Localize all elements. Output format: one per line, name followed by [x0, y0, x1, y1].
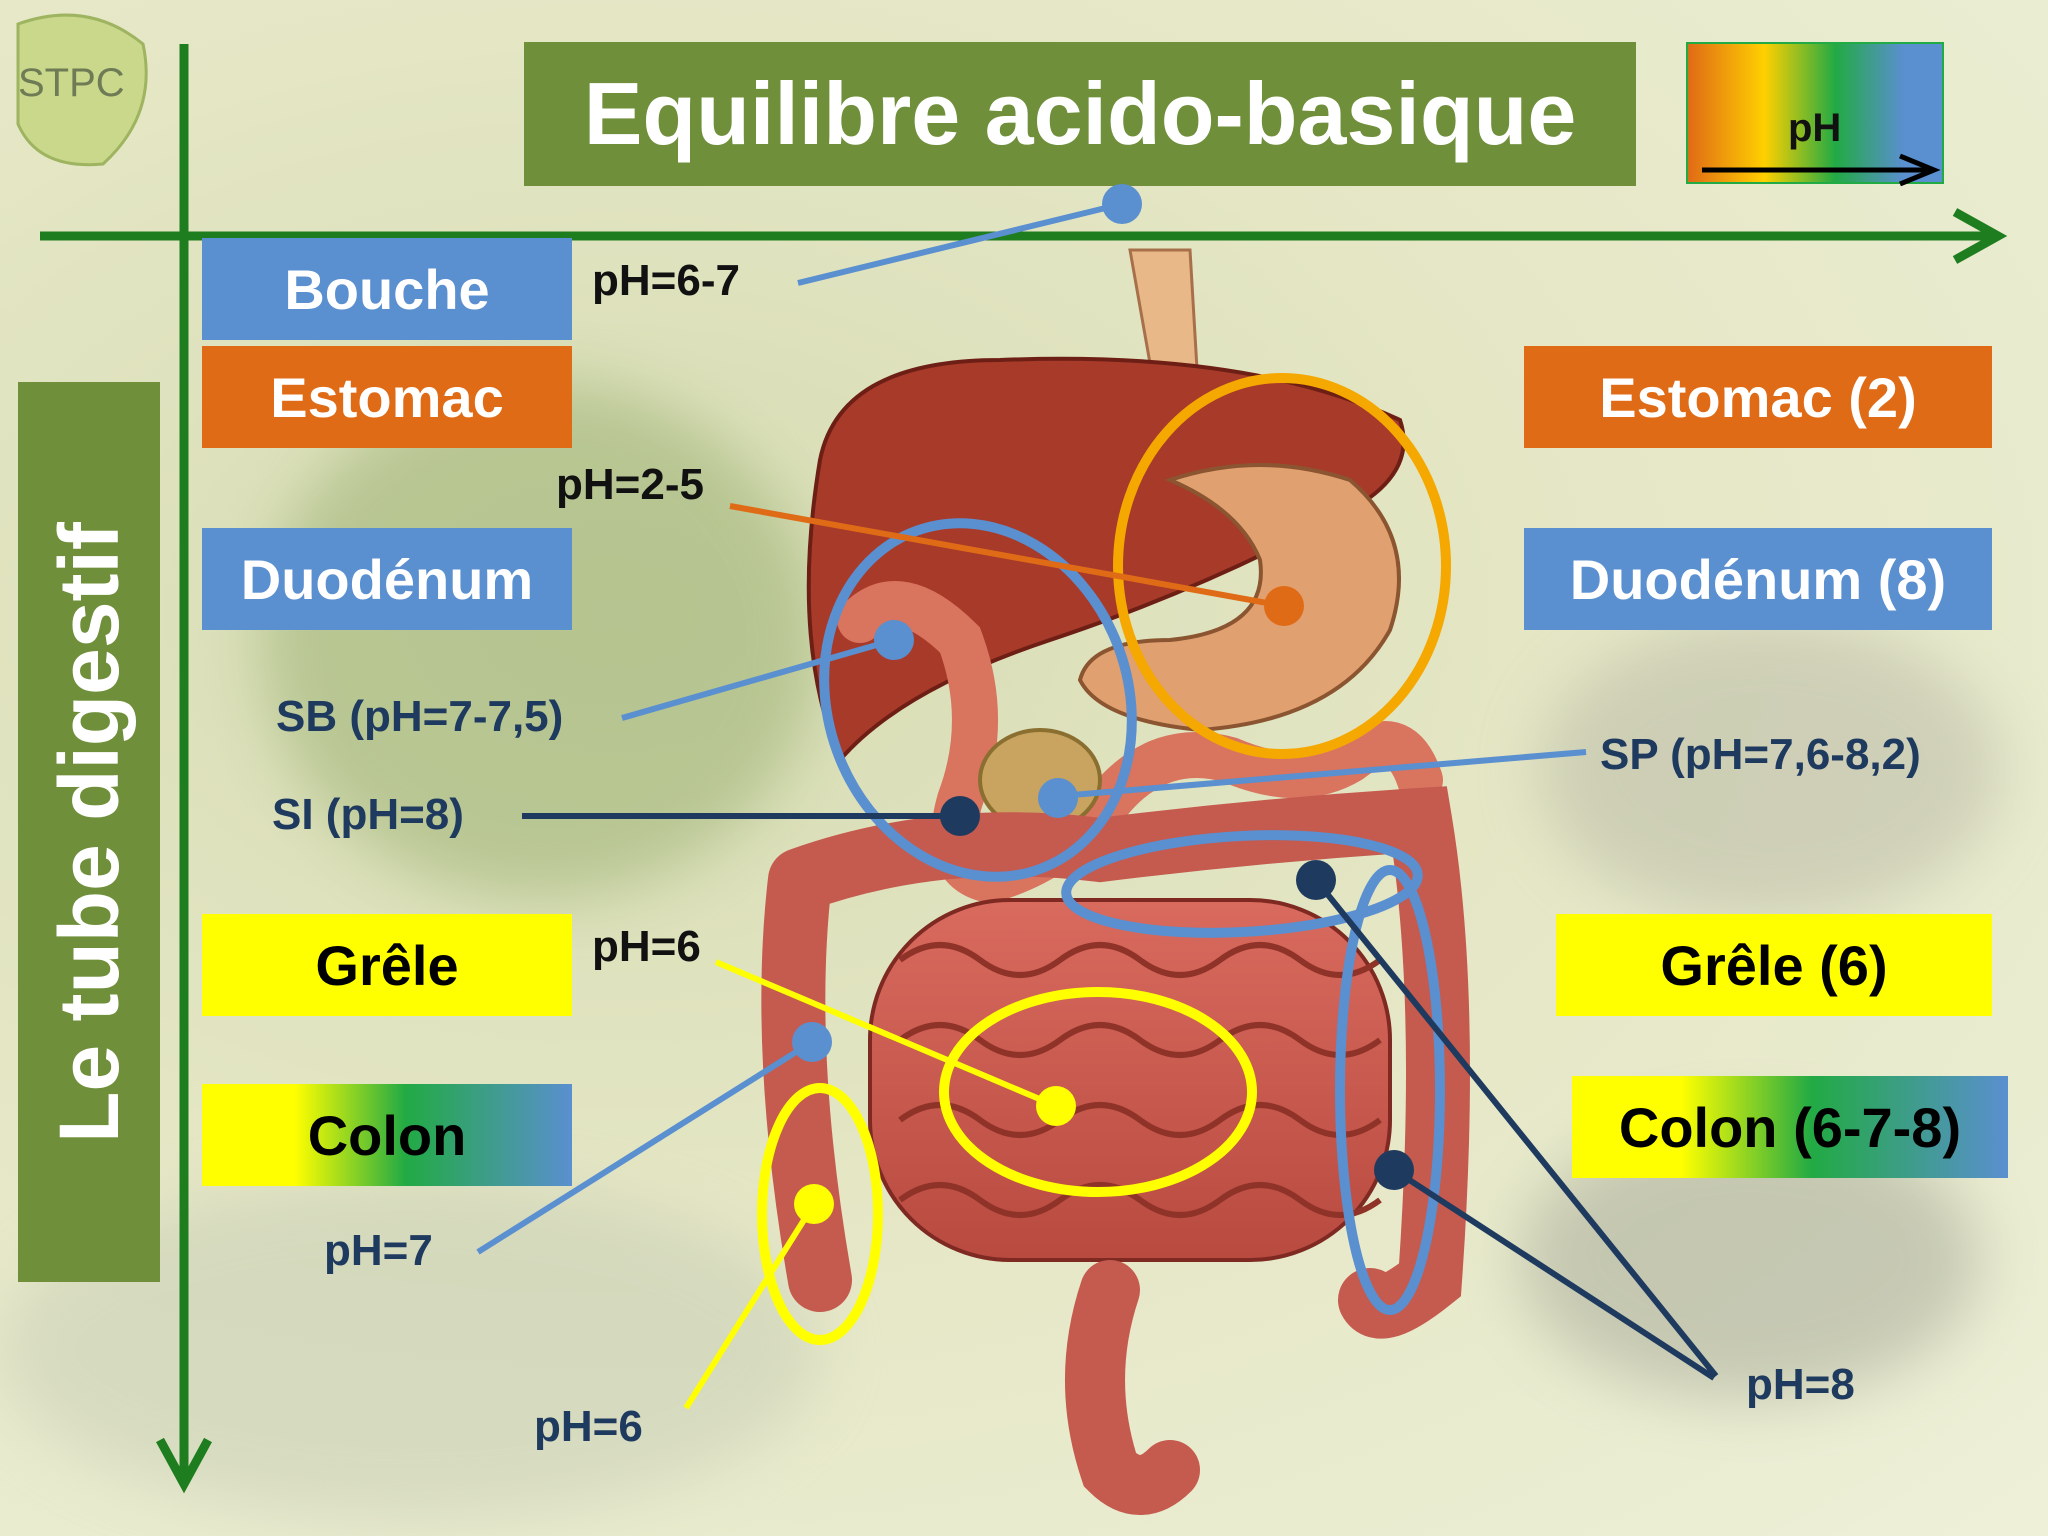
- transverse-colon-dot: [1296, 860, 1336, 900]
- duodenum-box: Duodénum: [202, 528, 572, 630]
- small-intestine-ellipse: [939, 987, 1257, 1197]
- grele-ph-label: pH=6: [592, 922, 701, 971]
- sb-ph-label: SB (pH=7-7,5): [276, 692, 564, 741]
- stpc-logo: STPC: [16, 13, 148, 167]
- side-banner: Le tube digestif: [18, 382, 160, 1282]
- descending-colon-dot: [1374, 1150, 1414, 1190]
- grele-box: Grêle: [202, 914, 572, 1016]
- estomac-dot: [1264, 586, 1304, 626]
- stomach-ellipse: [1113, 373, 1451, 759]
- vertical-axis-arrow: [156, 44, 212, 1494]
- bouche-box: Bouche: [202, 238, 572, 340]
- rectum: [1065, 1260, 1200, 1515]
- sp-dot: [1038, 778, 1078, 818]
- transverse-colon-ellipse: [1061, 830, 1423, 938]
- digestive-system-illustration: [761, 248, 1470, 1515]
- bouche-dot: [1102, 184, 1142, 224]
- estomac-ph-label: pH=2-5: [556, 460, 704, 509]
- colon-right-box: Colon (6-7-8): [1572, 1076, 2008, 1178]
- side-label: Le tube digestif: [41, 521, 136, 1143]
- logo-text: STPC: [18, 61, 125, 105]
- horizontal-axis-arrow: [40, 208, 2008, 264]
- page-title: Equilibre acido-basique: [524, 42, 1636, 186]
- sp-ph-label: SP (pH=7,6-8,2): [1600, 730, 1921, 779]
- duodenum-ellipse: [819, 518, 1137, 882]
- estomac-box: Estomac: [202, 346, 572, 448]
- colon-descending-ph-label: pH=8: [1746, 1360, 1855, 1409]
- colon-box: Colon: [202, 1084, 572, 1186]
- sigmoid-colon-dot: [794, 1184, 834, 1224]
- grele-right-box: Grêle (6): [1556, 914, 1992, 1016]
- ph-legend: pH: [1686, 42, 1944, 184]
- descending-colon-ellipse: [1335, 865, 1445, 1315]
- sb-dot: [874, 620, 914, 660]
- colon-sigmoid-ph-label: pH=6: [534, 1402, 643, 1451]
- leader-lines: [476, 201, 1719, 1410]
- bouche-ph-label: pH=6-7: [592, 256, 740, 305]
- ph-legend-arrow: [1702, 153, 1941, 187]
- ascending-colon-dot: [792, 1022, 832, 1062]
- si-dot: [940, 796, 980, 836]
- si-ph-label: SI (pH=8): [272, 790, 464, 839]
- estomac-right-box: Estomac (2): [1524, 346, 1992, 448]
- duodenum-right-box: Duodénum (8): [1524, 528, 1992, 630]
- ph-legend-label: pH: [1788, 106, 1842, 150]
- sigmoid-colon-ellipse: [757, 1083, 883, 1345]
- colon-ascending-ph-label: pH=7: [324, 1226, 433, 1275]
- stomach: [1077, 463, 1401, 733]
- background-stone: [1540, 620, 2000, 920]
- grele-dot: [1036, 1086, 1076, 1126]
